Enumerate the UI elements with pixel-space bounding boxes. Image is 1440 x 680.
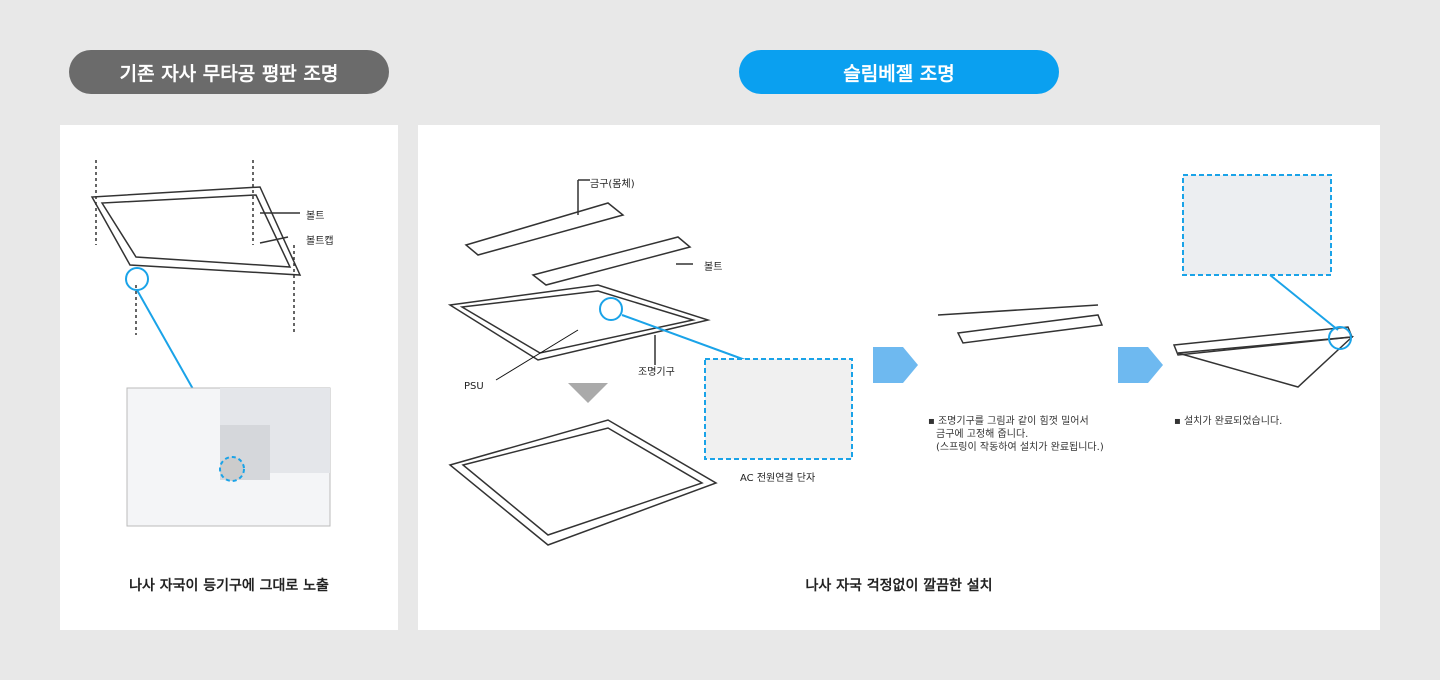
fixture-label: 조명기구 (638, 367, 675, 378)
legacy-panel: 볼트 볼트캡 나사 자국이 등기구에 그대로 노출 (60, 125, 398, 630)
bolt-label: 볼트 (306, 211, 325, 222)
psu-label: PSU (464, 381, 484, 392)
slim-install-illustration (447, 174, 1355, 546)
bolt-cap-label: 볼트캡 (306, 236, 334, 247)
ac-terminal-label: AC 전원연결 단자 (740, 473, 816, 484)
slim-title: 슬림베젤 조명 (843, 62, 955, 85)
step3-note: ▪ 설치가 완료되었습니다. (1174, 416, 1283, 427)
slim-title-pill: 슬림베젤 조명 (739, 50, 1059, 94)
legacy-frame-illustration (90, 160, 331, 527)
step3-text: 설치가 완료되었습니다. (1183, 416, 1283, 427)
legacy-title: 기존 자사 무타공 평판 조명 (119, 62, 339, 85)
step2-line2: 금구에 고정해 줍니다. (936, 429, 1029, 440)
slim-caption: 나사 자국 걱정없이 깔끔한 설치 (805, 578, 993, 594)
step2-note: ▪ 조명기구를 그림과 같이 힘껏 밀어서 금구에 고정해 줍니다. (스프링이… (928, 416, 1104, 453)
bolt-label: 볼트 (704, 262, 723, 273)
step2-line3: (스프링이 작동하여 설치가 완료됩니다.) (936, 442, 1104, 453)
slim-panel: 금구(몸체) 볼트 조명기구 PSU AC 전원연결 단자 ▪ 조명기구를 그림… (418, 125, 1380, 630)
bracket-label: 금구(몸체) (590, 179, 635, 190)
step2-line1: 조명기구를 그림과 같이 힘껏 밀어서 (937, 416, 1089, 427)
legacy-caption: 나사 자국이 등기구에 그대로 노출 (129, 578, 329, 594)
legacy-title-pill: 기존 자사 무타공 평판 조명 (69, 50, 389, 94)
